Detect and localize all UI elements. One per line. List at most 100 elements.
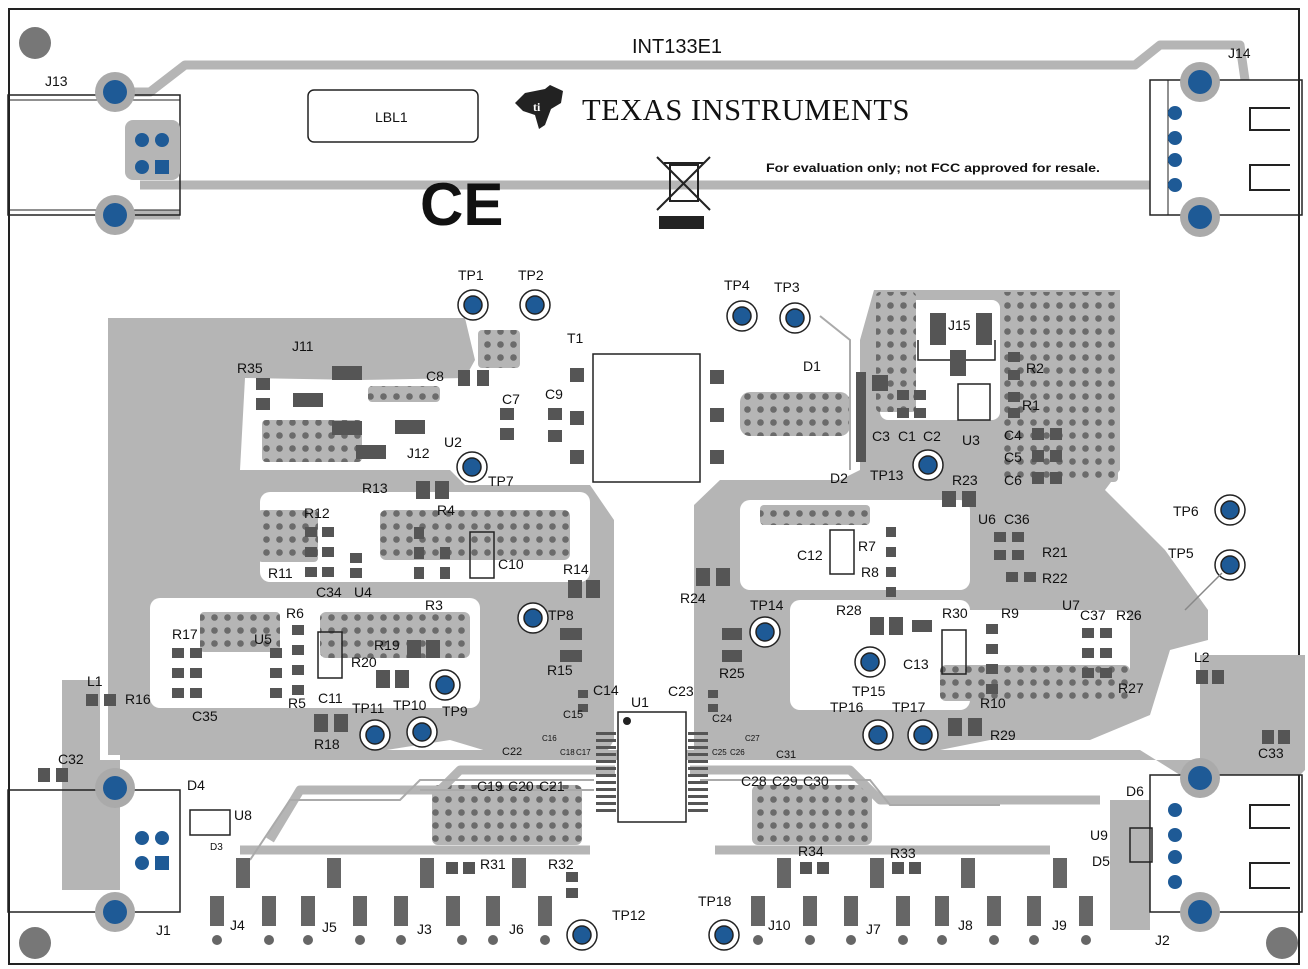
ref-C18: C18 xyxy=(560,748,575,757)
weee-bin-icon xyxy=(656,156,711,229)
connector-j2 xyxy=(1149,758,1303,932)
ref-R25: R25 xyxy=(719,665,745,681)
ref-TP12: TP12 xyxy=(612,907,646,923)
ref-C14: C14 xyxy=(593,682,619,698)
ref-TP11: TP11 xyxy=(352,700,385,716)
ref-J3: J3 xyxy=(417,921,432,937)
ref-J9: J9 xyxy=(1052,917,1067,933)
ref-R10: R10 xyxy=(980,695,1006,711)
ref-U8: U8 xyxy=(234,807,252,823)
connector-j14 xyxy=(1149,62,1303,237)
ref-C28: C28 xyxy=(741,773,767,789)
ref-TP10: TP10 xyxy=(393,697,427,713)
ref-R22: R22 xyxy=(1042,570,1068,586)
ref-R30: R30 xyxy=(942,605,968,621)
ref-R2: R2 xyxy=(1026,360,1044,376)
ref-L2: L2 xyxy=(1194,649,1210,665)
ref-TP3: TP3 xyxy=(774,279,800,295)
connector-j1 xyxy=(7,768,181,932)
fcc-notice: For evaluation only; not FCC approved fo… xyxy=(766,161,1100,175)
ref-C23: C23 xyxy=(668,683,694,699)
label-box xyxy=(307,89,479,143)
ref-U9: U9 xyxy=(1090,827,1108,843)
ref-TP9: TP9 xyxy=(442,703,468,719)
ref-C32: C32 xyxy=(58,751,84,767)
ref-C36: C36 xyxy=(1004,511,1030,527)
ref-TP1: TP1 xyxy=(458,267,484,283)
ref-J10: J10 xyxy=(768,917,791,933)
ref-TP16: TP16 xyxy=(830,699,864,715)
ref-U4: U4 xyxy=(354,584,372,600)
ref-D3: D3 xyxy=(210,842,223,853)
ref-J14: J14 xyxy=(1228,45,1251,61)
ref-R8: R8 xyxy=(861,564,879,580)
ref-C31: C31 xyxy=(776,749,796,761)
ref-R7: R7 xyxy=(858,538,876,554)
ref-U3: U3 xyxy=(962,432,980,448)
ref-R13: R13 xyxy=(362,480,388,496)
ref-D5: D5 xyxy=(1092,853,1110,869)
ref-R15: R15 xyxy=(547,662,573,678)
ref-C13: C13 xyxy=(903,656,929,672)
ref-designators: J13 J14 J1 J2 J4 J5 J3 J6 J10 J7 J8 J9 J… xyxy=(45,45,1284,948)
ref-R34: R34 xyxy=(798,843,824,859)
jumper-pins xyxy=(212,935,1091,945)
ref-R4: R4 xyxy=(437,502,455,518)
board-title: INT133E1 xyxy=(632,36,722,58)
ref-D6: D6 xyxy=(1126,783,1144,799)
ref-J12: J12 xyxy=(407,445,430,461)
ref-R3: R3 xyxy=(425,597,443,613)
label-box-text: LBL1 xyxy=(375,109,408,125)
ref-L1: L1 xyxy=(87,673,103,689)
resistor-arrays xyxy=(172,527,1112,698)
ref-C10: C10 xyxy=(498,556,524,572)
ref-R12: R12 xyxy=(304,505,330,521)
svg-text:ti: ti xyxy=(533,100,541,114)
ref-R23: R23 xyxy=(952,472,978,488)
ref-C27: C27 xyxy=(745,734,760,743)
ref-TP4: TP4 xyxy=(724,277,750,293)
ref-C29: C29 xyxy=(772,773,798,789)
ref-U5: U5 xyxy=(254,631,272,647)
ref-C21: C21 xyxy=(539,778,565,794)
ref-R24: R24 xyxy=(680,590,706,606)
ref-TP2: TP2 xyxy=(518,267,544,283)
ref-R20: R20 xyxy=(351,654,377,670)
ref-J6: J6 xyxy=(509,921,524,937)
ref-C24: C24 xyxy=(712,713,732,725)
ref-J7: J7 xyxy=(866,921,881,937)
ref-D1: D1 xyxy=(803,358,821,374)
ref-TP5: TP5 xyxy=(1168,545,1194,561)
ref-C6: C6 xyxy=(1004,472,1022,488)
ref-C1: C1 xyxy=(898,428,916,444)
ref-R26: R26 xyxy=(1116,607,1142,623)
ref-R5: R5 xyxy=(288,695,306,711)
ref-C2: C2 xyxy=(923,428,941,444)
company-name: TEXAS INSTRUMENTS xyxy=(582,92,910,127)
ref-J1: J1 xyxy=(156,922,171,938)
ref-TP14: TP14 xyxy=(750,597,784,613)
ref-C19: C19 xyxy=(477,778,503,794)
ref-C20: C20 xyxy=(508,778,534,794)
ti-logo-icon: ti xyxy=(515,85,563,129)
ref-TP17: TP17 xyxy=(892,699,926,715)
ref-C17: C17 xyxy=(576,748,591,757)
ref-R17: R17 xyxy=(172,626,198,642)
ref-C5: C5 xyxy=(1004,449,1022,465)
ref-TP15: TP15 xyxy=(852,683,886,699)
ref-R27: R27 xyxy=(1118,680,1144,696)
ref-C15: C15 xyxy=(563,709,583,721)
ref-U6: U6 xyxy=(978,511,996,527)
ref-D4: D4 xyxy=(187,777,205,793)
ref-R18: R18 xyxy=(314,736,340,752)
ref-C12: C12 xyxy=(797,547,823,563)
ref-C9: C9 xyxy=(545,386,563,402)
ref-R1: R1 xyxy=(1022,397,1040,413)
ref-C7: C7 xyxy=(502,391,520,407)
tp5-leader xyxy=(1184,572,1223,611)
t1-pads xyxy=(570,368,724,464)
ref-TP18: TP18 xyxy=(698,893,732,909)
ref-C35: C35 xyxy=(192,708,218,724)
ref-TP6: TP6 xyxy=(1173,503,1199,519)
